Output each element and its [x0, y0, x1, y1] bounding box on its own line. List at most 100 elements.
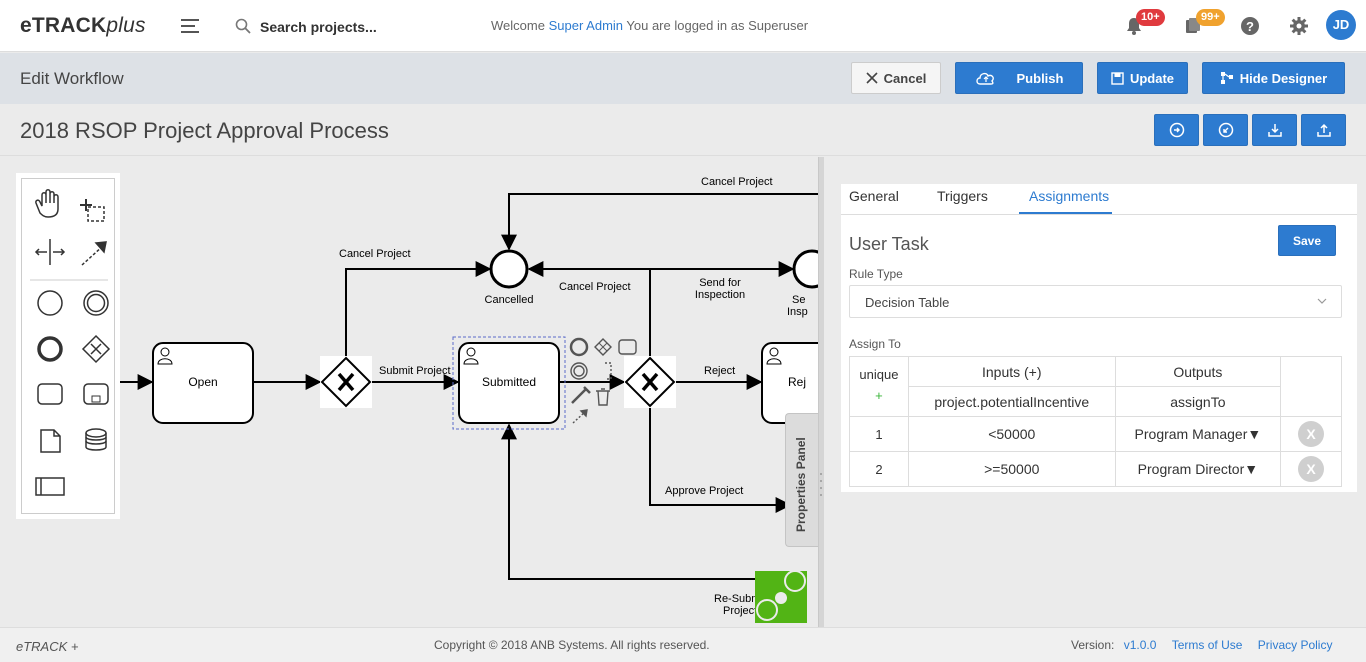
disk-out-icon: [1218, 122, 1233, 138]
lasso-tool-icon[interactable]: [80, 199, 105, 222]
assign-to-label: Assign To: [849, 337, 901, 351]
data-object-icon[interactable]: [40, 429, 61, 453]
terms-link[interactable]: Terms of Use: [1171, 638, 1243, 652]
user-task-icon: [157, 347, 173, 365]
rule-input[interactable]: >=50000: [907, 451, 1116, 487]
import-diagram-button[interactable]: [1154, 114, 1199, 146]
cancelled-end-event[interactable]: [489, 249, 529, 289]
page-title: Edit Workflow: [20, 69, 124, 88]
connect-icon[interactable]: [572, 410, 587, 424]
space-tool-icon[interactable]: [34, 239, 66, 265]
flow-label-submit: Submit Project: [379, 365, 451, 377]
version-link[interactable]: v1.0.0: [1123, 638, 1157, 652]
flow-label-reject: Reject: [704, 365, 735, 377]
exclusive-gateway-1[interactable]: [320, 356, 372, 408]
brand-main: eTRACK: [20, 14, 107, 37]
task-submitted[interactable]: Submitted: [458, 342, 560, 424]
footer-links: Version: v1.0.0 Terms of Use Privacy Pol…: [1071, 638, 1333, 652]
top-navbar: eTRACKplus Welcome Super Admin You are l…: [0, 0, 1366, 52]
download-button[interactable]: [1252, 114, 1297, 146]
append-gateway-icon[interactable]: [594, 338, 612, 356]
append-end-event-icon[interactable]: [569, 337, 589, 357]
rule-type-select[interactable]: Decision Table: [849, 285, 1342, 318]
rule-input[interactable]: <50000: [907, 416, 1116, 452]
download-icon: [1267, 124, 1282, 137]
input-field[interactable]: project.potentialIncentive: [907, 386, 1116, 417]
rule-number: 1: [849, 416, 909, 452]
rule-output-select[interactable]: Program Director▼: [1114, 451, 1282, 487]
hand-tool-icon[interactable]: [35, 189, 59, 218]
text-annotation-icon[interactable]: [605, 362, 612, 380]
welcome-message: Welcome Super Admin You are logged in as…: [491, 18, 809, 33]
flow-label-resubmit-1: Re-Subm: [714, 593, 760, 605]
tab-triggers[interactable]: Triggers: [937, 188, 988, 204]
pool-icon[interactable]: [35, 477, 65, 496]
trash-icon[interactable]: [596, 388, 610, 406]
menu-icon[interactable]: [181, 18, 201, 34]
brand-plus: plus: [106, 14, 146, 37]
save-button[interactable]: Save: [1278, 225, 1336, 256]
gear-icon[interactable]: [1289, 16, 1309, 36]
properties-panel-toggle[interactable]: Properties Panel: [785, 413, 818, 547]
start-event-icon[interactable]: [37, 290, 63, 316]
selection-outline: [452, 336, 566, 430]
upload-button[interactable]: [1301, 114, 1346, 146]
inspection-end-event[interactable]: [792, 249, 818, 289]
tasks-badge: 99+: [1196, 9, 1225, 26]
upload-icon: [1316, 123, 1331, 137]
cancel-button[interactable]: Cancel: [851, 62, 941, 94]
intermediate-event-icon[interactable]: [83, 290, 109, 316]
properties-panel: General Triggers Assignments User Task S…: [841, 184, 1357, 492]
help-icon[interactable]: ?: [1240, 16, 1260, 36]
global-connect-tool-icon[interactable]: [81, 241, 107, 266]
publish-button[interactable]: Publish: [955, 62, 1083, 94]
delete-rule-button[interactable]: X: [1298, 456, 1325, 482]
data-store-icon[interactable]: [85, 428, 107, 451]
rule-output-select[interactable]: Program Manager▼: [1114, 416, 1282, 452]
exclusive-gateway-2[interactable]: [624, 356, 676, 408]
tab-assignments[interactable]: Assignments: [1029, 188, 1110, 204]
tab-general[interactable]: General: [849, 188, 899, 204]
delete-rule-button[interactable]: X: [1298, 421, 1325, 447]
append-task-icon[interactable]: [618, 339, 637, 355]
event-label-inspection-1: Se: [792, 294, 805, 306]
task-open-label: Open: [188, 375, 217, 389]
bpmn-diagram: Open Submitted Rej: [115, 176, 818, 623]
rule-type-label: Rule Type: [849, 267, 903, 281]
subprocess-icon[interactable]: [83, 383, 109, 405]
decision-table: unique + Inputs (+) Outputs project.pote…: [849, 356, 1342, 487]
search-input[interactable]: [260, 14, 460, 40]
col-outputs[interactable]: Outputs: [1114, 356, 1282, 387]
sitemap-icon: [1220, 72, 1233, 84]
update-button[interactable]: Update: [1097, 62, 1188, 94]
search-icon: [235, 18, 251, 34]
output-field[interactable]: assignTo: [1114, 386, 1282, 417]
col-inputs[interactable]: Inputs (+): [907, 356, 1116, 387]
close-icon: [866, 72, 878, 84]
user-avatar[interactable]: JD: [1326, 10, 1356, 40]
panel-resize-handle[interactable]: [818, 157, 824, 627]
wrench-icon[interactable]: [571, 386, 591, 404]
welcome-username[interactable]: Super Admin: [548, 18, 624, 33]
flow-label-send-2: Inspection: [695, 289, 745, 301]
brand-logo[interactable]: eTRACKplus: [20, 14, 146, 38]
add-rule-button[interactable]: +: [875, 388, 883, 403]
bpmn-io-logo[interactable]: [755, 570, 807, 623]
tool-palette: [16, 173, 120, 519]
task-open[interactable]: Open: [152, 342, 254, 424]
privacy-link[interactable]: Privacy Policy: [1257, 638, 1333, 652]
hide-designer-button[interactable]: Hide Designer: [1202, 62, 1345, 94]
rule-number: 2: [849, 451, 909, 487]
flow-label-resubmit-2: Project: [723, 605, 757, 617]
task-icon[interactable]: [37, 383, 63, 405]
save-icon: [1111, 71, 1124, 85]
bpmn-canvas[interactable]: Open Submitted Rej: [0, 157, 818, 627]
append-intermediate-event-icon[interactable]: [570, 362, 588, 380]
gateway-icon[interactable]: [81, 334, 111, 364]
end-event-icon[interactable]: [37, 336, 63, 362]
task-reject[interactable]: Rej: [761, 342, 818, 424]
active-tab-indicator: [1019, 212, 1112, 214]
table-row: 1 <50000 Program Manager▼ X: [849, 416, 1342, 452]
export-diagram-button[interactable]: [1203, 114, 1248, 146]
flow-label-cancel-top: Cancel Project: [701, 176, 773, 188]
